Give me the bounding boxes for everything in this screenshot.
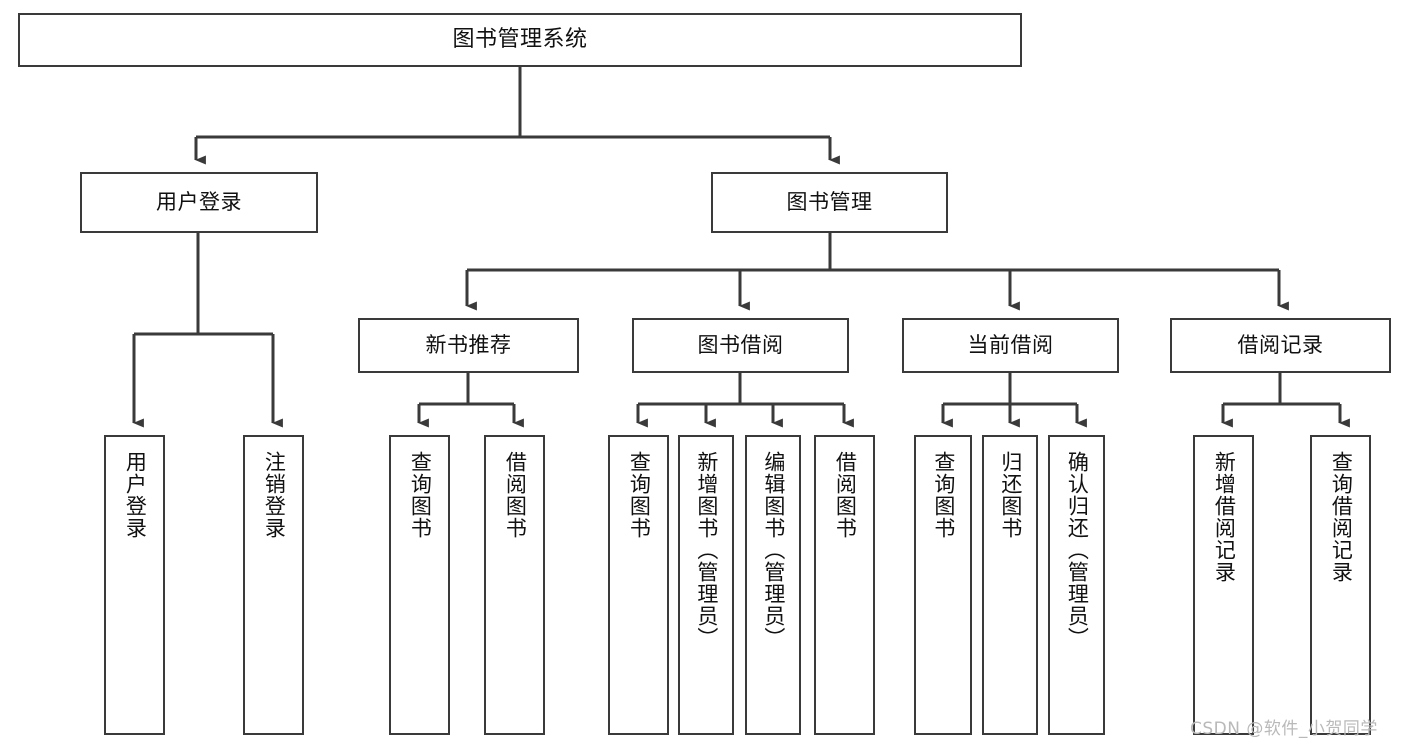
leaf-query-book-recommend[interactable]: 查询图书 (389, 435, 450, 735)
leaf-query-book-borrow-label: 查询图书 (627, 451, 652, 539)
node-new-book-recommend-label: 新书推荐 (425, 332, 512, 357)
leaf-add-book-admin-label: 新增图书（管理员） (694, 451, 719, 649)
node-root[interactable]: 图书管理系统 (18, 13, 1022, 67)
node-user-login-label: 用户登录 (156, 189, 242, 214)
leaf-user-login[interactable]: 用户登录 (104, 435, 165, 735)
leaf-query-book-borrow[interactable]: 查询图书 (608, 435, 669, 735)
leaf-return-book-label: 归还图书 (998, 451, 1023, 539)
node-book-management[interactable]: 图书管理 (711, 172, 948, 233)
watermark: CSDN @软件_小贺同学 (1190, 719, 1378, 739)
node-borrow-record-label: 借阅记录 (1237, 332, 1324, 357)
leaf-logout-label: 注销登录 (262, 451, 287, 539)
node-current-borrow-label: 当前借阅 (967, 332, 1054, 357)
node-book-borrow-label: 图书借阅 (697, 332, 784, 357)
leaf-borrow-book-recommend-label: 借阅图书 (503, 451, 528, 539)
leaf-borrow-book-recommend[interactable]: 借阅图书 (484, 435, 545, 735)
node-root-label: 图书管理系统 (452, 26, 588, 52)
leaf-query-book-recommend-label: 查询图书 (408, 451, 433, 539)
leaf-query-book-current[interactable]: 查询图书 (914, 435, 972, 735)
leaf-query-borrow-record-label: 查询借阅记录 (1329, 451, 1354, 583)
leaf-add-borrow-record-label: 新增借阅记录 (1212, 451, 1237, 583)
leaf-user-login-label: 用户登录 (123, 451, 148, 539)
leaf-query-borrow-record[interactable]: 查询借阅记录 (1310, 435, 1371, 735)
node-borrow-record[interactable]: 借阅记录 (1170, 318, 1391, 373)
leaf-query-book-current-label: 查询图书 (931, 451, 956, 539)
node-book-management-label: 图书管理 (786, 189, 873, 214)
node-book-borrow[interactable]: 图书借阅 (632, 318, 849, 373)
leaf-return-book[interactable]: 归还图书 (982, 435, 1038, 735)
node-current-borrow[interactable]: 当前借阅 (902, 318, 1119, 373)
leaf-edit-book-admin[interactable]: 编辑图书（管理员） (745, 435, 801, 735)
node-user-login[interactable]: 用户登录 (80, 172, 318, 233)
leaf-logout[interactable]: 注销登录 (243, 435, 304, 735)
leaf-confirm-return-admin-label: 确认归还（管理员） (1065, 451, 1090, 649)
leaf-edit-book-admin-label: 编辑图书（管理员） (761, 451, 786, 649)
leaf-add-book-admin[interactable]: 新增图书（管理员） (678, 435, 734, 735)
node-new-book-recommend[interactable]: 新书推荐 (358, 318, 579, 373)
leaf-borrow-book[interactable]: 借阅图书 (814, 435, 875, 735)
leaf-borrow-book-label: 借阅图书 (833, 451, 858, 539)
leaf-confirm-return-admin[interactable]: 确认归还（管理员） (1048, 435, 1105, 735)
leaf-add-borrow-record[interactable]: 新增借阅记录 (1193, 435, 1254, 735)
